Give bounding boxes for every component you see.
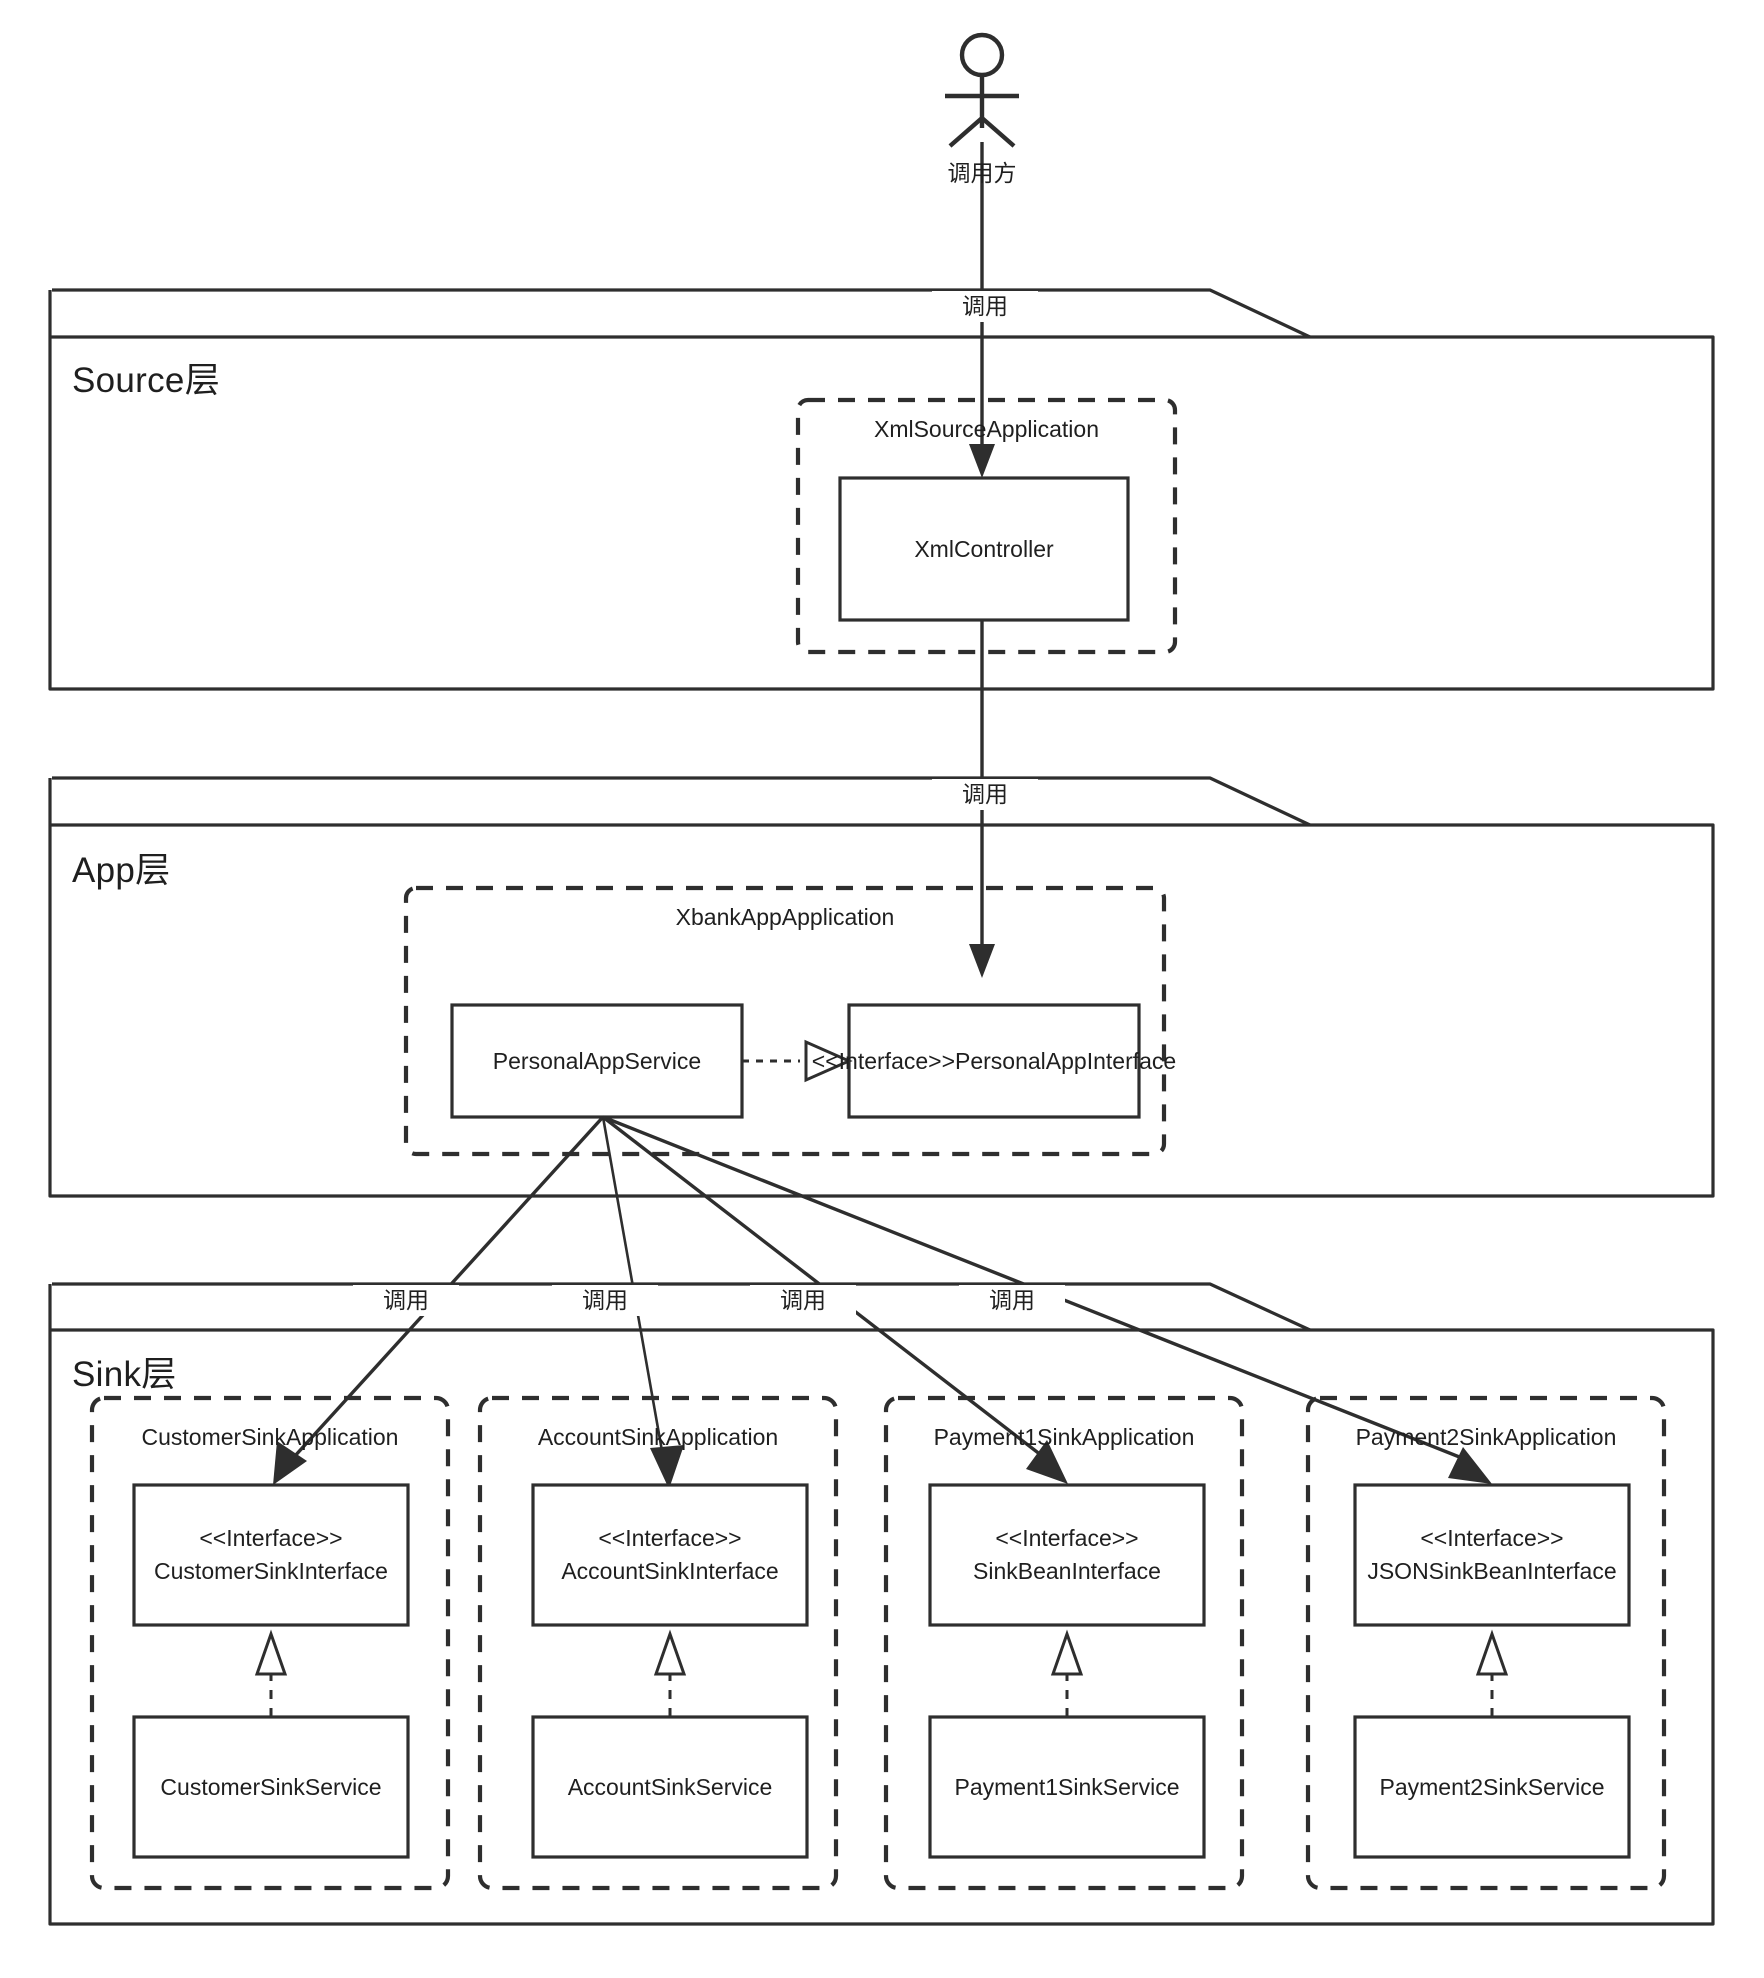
- realization-account-sink: [653, 1629, 687, 1717]
- payment1-sink-service-box[interactable]: [928, 1715, 1206, 1859]
- app-package-body: [48, 778, 1715, 1198]
- arrowhead-to-customer-sink: [273, 1441, 307, 1485]
- app-package-tab: [52, 776, 1311, 827]
- xml-source-application-boundary: [795, 397, 1178, 655]
- arrowhead-controller-to-app: [969, 944, 995, 978]
- arrowhead-to-sinkbean: [1026, 1440, 1068, 1484]
- personal-app-interface-box[interactable]: [847, 1003, 1141, 1119]
- app-layer-package: [48, 776, 1715, 1198]
- realization-payment2-sink: [1475, 1629, 1509, 1717]
- account-sink-service-box[interactable]: [531, 1715, 809, 1859]
- sink-layer-package: [48, 1282, 1715, 1926]
- arrowhead-actor-to-controller: [969, 444, 995, 478]
- actor-leg-right: [980, 116, 1016, 148]
- realization-payment1-sink: [1050, 1629, 1084, 1717]
- source-layer-package: [48, 288, 1715, 691]
- call-line-to-account-sink: [601, 1116, 667, 1469]
- xml-controller-box[interactable]: [838, 476, 1130, 622]
- caller-actor-figure: [945, 32, 1019, 148]
- arrowhead-to-jsonsinkbean: [1448, 1447, 1492, 1484]
- payment2-sink-service-box[interactable]: [1353, 1715, 1631, 1859]
- call-line-to-jsonsinkbean: [602, 1115, 1473, 1464]
- source-package-body: [48, 290, 1715, 691]
- customer-sink-application-boundary: [89, 1395, 451, 1891]
- sink-package-body: [48, 1284, 1715, 1926]
- account-sink-application-boundary: [477, 1395, 839, 1891]
- json-sink-bean-interface-box[interactable]: [1353, 1483, 1631, 1627]
- account-sink-interface-box[interactable]: [531, 1483, 809, 1627]
- actor-leg-left: [948, 116, 984, 148]
- payment2-sink-application-boundary: [1305, 1395, 1667, 1891]
- personal-app-service-box[interactable]: [450, 1003, 744, 1119]
- sink-package-tab: [52, 1282, 1311, 1332]
- arrowhead-to-account-sink: [650, 1445, 684, 1489]
- realization-customer-sink: [254, 1629, 288, 1717]
- call-line-to-customer-sink: [282, 1115, 605, 1470]
- customer-sink-service-box[interactable]: [132, 1715, 410, 1859]
- actor-head-icon: [959, 32, 1005, 78]
- sink-bean-interface-box[interactable]: [928, 1483, 1206, 1627]
- payment1-sink-application-boundary: [883, 1395, 1245, 1891]
- xbank-app-application-boundary: [403, 885, 1167, 1157]
- customer-sink-interface-box[interactable]: [132, 1483, 410, 1627]
- call-line-to-sinkbean: [601, 1115, 1052, 1464]
- realization-arrowhead-personal-app: [804, 1039, 853, 1083]
- source-package-tab: [52, 288, 1311, 339]
